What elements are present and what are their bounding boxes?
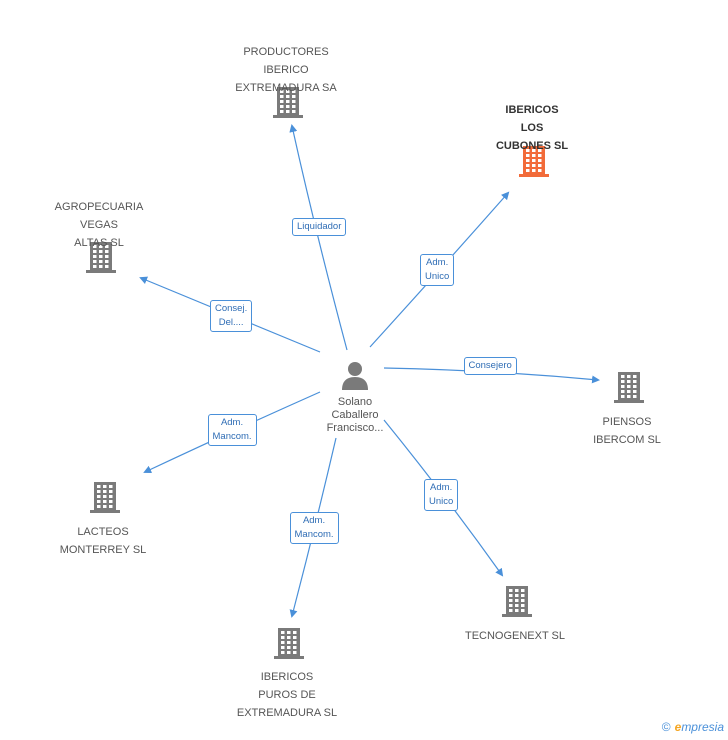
edge-role-piensos[interactable]: Consejero xyxy=(463,357,517,375)
footer-brand: ©empresia xyxy=(662,720,724,734)
building-icon xyxy=(502,586,532,617)
company-name: PRODUCTORES IBERICO EXTREMADURA SA xyxy=(235,46,337,94)
company-name: TECNOGENEXT SL xyxy=(464,630,566,642)
company-node-ibericos_puros[interactable] xyxy=(273,626,305,660)
copyright-symbol: © xyxy=(661,720,671,734)
company-node-lacteos[interactable] xyxy=(89,480,121,514)
company-node-productores[interactable] xyxy=(272,85,304,119)
building-icon xyxy=(614,372,644,403)
edge-role-ibericos_puros[interactable]: Adm. Mancom. xyxy=(289,512,339,544)
company-node-tecnogenext[interactable] xyxy=(501,584,533,618)
building-icon xyxy=(519,146,549,177)
edge-role-lacteos[interactable]: Adm. Mancom. xyxy=(207,414,257,446)
person-icon xyxy=(342,362,368,390)
company-node-agropecuaria[interactable] xyxy=(85,240,117,274)
edge-line-productores xyxy=(289,124,348,351)
edge-role-ibericos_cubones[interactable]: Adm. Unico xyxy=(420,254,455,286)
company-name: AGROPECUARIA VEGAS ALTAS SL xyxy=(54,201,144,249)
company-label-ibericos_puros[interactable]: IBERICOS PUROS DE EXTREMADURA SL xyxy=(217,667,357,721)
building-icon xyxy=(86,242,116,273)
brand-name: mpresia xyxy=(681,720,724,734)
company-node-piensos[interactable] xyxy=(613,370,645,404)
person-node[interactable] xyxy=(336,360,374,390)
brand-initial: e xyxy=(674,720,682,734)
person-name[interactable]: Solano Caballero Francisco... xyxy=(310,396,400,435)
company-name: LACTEOS MONTERREY SL xyxy=(59,526,147,556)
company-name: IBERICOS PUROS DE EXTREMADURA SL xyxy=(236,671,338,719)
edge-role-agropecuaria[interactable]: Consej. Del.... xyxy=(210,300,253,332)
company-label-piensos[interactable]: PIENSOS IBERCOM SL xyxy=(557,412,697,448)
edge-role-tecnogenext[interactable]: Adm. Unico xyxy=(424,479,459,511)
company-node-ibericos_cubones[interactable] xyxy=(518,144,550,178)
building-icon xyxy=(274,628,304,659)
person-name-text: Solano Caballero Francisco... xyxy=(326,396,384,434)
company-label-ibericos_cubones[interactable]: IBERICOS LOS CUBONES SL xyxy=(462,100,602,154)
company-name: IBERICOS LOS CUBONES SL xyxy=(495,104,569,152)
edge-role-productores[interactable]: Liquidador xyxy=(292,218,347,236)
company-label-agropecuaria[interactable]: AGROPECUARIA VEGAS ALTAS SL xyxy=(29,197,169,251)
company-name: PIENSOS IBERCOM SL xyxy=(593,416,661,446)
building-icon xyxy=(273,87,303,118)
company-label-productores[interactable]: PRODUCTORES IBERICO EXTREMADURA SA xyxy=(216,42,356,96)
company-label-tecnogenext[interactable]: TECNOGENEXT SL xyxy=(445,626,585,644)
building-icon xyxy=(90,482,120,513)
company-label-lacteos[interactable]: LACTEOS MONTERREY SL xyxy=(33,522,173,558)
